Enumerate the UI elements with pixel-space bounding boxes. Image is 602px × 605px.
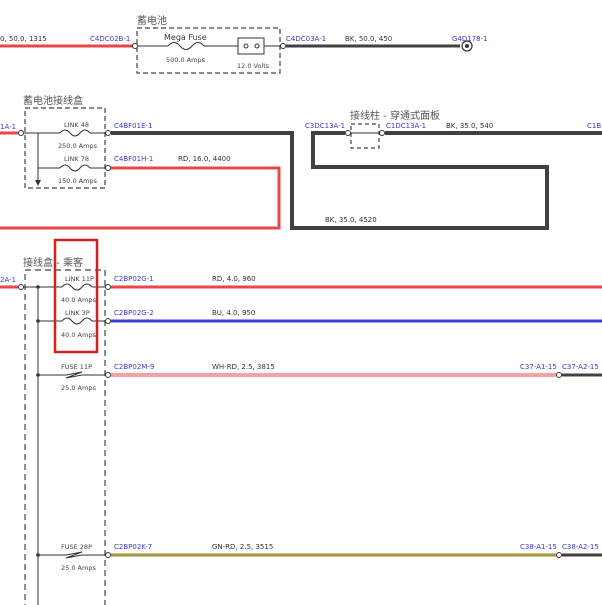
battery-rating: 12.0 Volts — [237, 62, 270, 70]
connector-pin[interactable] — [105, 284, 111, 290]
link11-rating: 40.0 Amps — [61, 296, 96, 304]
connector-pin[interactable] — [556, 372, 562, 378]
loop-wire-label: BK, 35.0, 4520 — [325, 216, 377, 224]
passenger-box-title: 接线盒 - 乘客 — [23, 256, 83, 269]
arrow-down-icon — [35, 180, 41, 186]
connector-pin[interactable] — [105, 318, 111, 324]
fuse11-dest1[interactable]: C37-A1-15 — [520, 363, 557, 371]
feedthrough-left-connector[interactable]: C3DC13A-1 — [305, 122, 345, 130]
mega-fuse-name: Mega Fuse — [164, 33, 207, 42]
feedthrough-wire-label: BK, 35.0, 540 — [446, 122, 493, 130]
junction-in-connector[interactable]: 1A-1 — [0, 123, 16, 131]
junction-box-title: 蓄电池接线盒 — [23, 94, 83, 107]
connector-pin[interactable] — [105, 130, 111, 136]
junction-box — [24, 107, 106, 189]
fuse11-icon — [62, 371, 92, 379]
link78-wire-label: RD, 16.0, 4400 — [178, 155, 231, 163]
fuse28-dest1[interactable]: C38-A1-15 — [520, 543, 557, 551]
connector-pin[interactable] — [345, 130, 351, 136]
feedthrough-title: 接线柱 - 穿通式面板 — [350, 109, 440, 122]
fuse28-rating: 25.0 Amps — [61, 564, 96, 572]
link3-fuse-icon — [61, 317, 93, 325]
connector-pin[interactable] — [105, 552, 111, 558]
ground-label[interactable]: G4D178-1 — [452, 35, 488, 43]
link3-rating: 40.0 Amps — [61, 331, 96, 339]
fuse11-rating: 25.0 Amps — [61, 384, 96, 392]
link78-name: LINK 78 — [64, 155, 89, 163]
link11-name: LINK 11P — [65, 275, 94, 283]
fuse28-icon — [62, 551, 92, 559]
battery-left-connector[interactable]: C4DC02B-1 — [90, 35, 130, 43]
connector-pin[interactable] — [105, 165, 111, 171]
fuse11-wire-label: WH-RD, 2.5, 3815 — [212, 363, 275, 371]
link11-fuse-icon — [61, 283, 93, 291]
link78-output-wire[interactable] — [0, 166, 281, 230]
connector-pin[interactable] — [18, 284, 24, 290]
connector-pin[interactable] — [556, 552, 562, 558]
connector-pin[interactable] — [105, 372, 111, 378]
passenger-in-connector[interactable]: 2A-1 — [0, 276, 16, 284]
link3-out-connector[interactable]: C2BP02G-2 — [114, 309, 154, 317]
fuse11-name: FUSE 11P — [61, 363, 92, 371]
mega-fuse-icon — [167, 42, 205, 50]
link48-output-wire[interactable] — [111, 131, 549, 230]
link78-rating: 150.0 Amps — [58, 177, 98, 185]
mega-fuse-rating: 500.0 Amps — [166, 56, 206, 64]
battery-box — [136, 27, 281, 74]
link3-wire-label: BU, 4.0, 950 — [212, 309, 255, 317]
feedthrough-box — [350, 123, 380, 149]
link48-rating: 250.0 Amps — [58, 142, 98, 150]
selection-highlight — [53, 238, 99, 354]
connector-pin[interactable] — [132, 43, 138, 49]
link48-out-connector[interactable]: C4BF01E-1 — [114, 122, 152, 130]
feedthrough-far-right[interactable]: C1B — [587, 122, 601, 130]
connector-pin[interactable] — [18, 130, 24, 136]
fuse28-out-connector[interactable]: C2BP02K-7 — [114, 543, 152, 551]
link11-out-connector[interactable]: C2BP02G-1 — [114, 275, 154, 283]
connector-pin[interactable] — [280, 43, 286, 49]
fuse28-dest2[interactable]: C38-A2-15 — [562, 543, 599, 551]
fuse11-dest2[interactable]: C37-A2-15 — [562, 363, 599, 371]
link3-name: LINK 3P — [65, 309, 90, 317]
battery-out-connector[interactable]: C4DC03A-1 — [286, 35, 326, 43]
link78-out-connector[interactable]: C4BF01H-1 — [114, 155, 153, 163]
battery-out-wire-label: BK, 50.0, 450 — [345, 35, 392, 43]
link78-fuse-icon — [59, 164, 91, 172]
passenger-box — [24, 269, 106, 605]
fuse11-out-connector[interactable]: C2BP02M-9 — [114, 363, 154, 371]
fuse28-wire-label: GN-RD, 2.5, 3515 — [212, 543, 273, 551]
link11-wire-label: RD, 4.0, 960 — [212, 275, 256, 283]
link48-name: LINK 48 — [64, 121, 89, 129]
battery-left-wire-label: 0, 50.0, 1315 — [0, 35, 47, 43]
battery-section-title: 蓄电池 — [137, 14, 167, 27]
feedthrough-right-connector[interactable]: C1DC13A-1 — [386, 122, 426, 130]
battery-icon — [237, 37, 265, 55]
fuse28-name: FUSE 28P — [61, 543, 92, 551]
connector-pin[interactable] — [379, 130, 385, 136]
link48-fuse-icon — [59, 129, 91, 137]
